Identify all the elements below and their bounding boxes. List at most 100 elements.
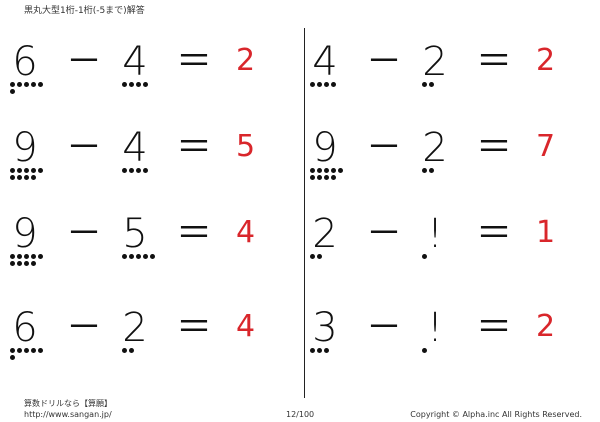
counter-dot [17,175,22,180]
minuend-dots [310,348,364,372]
subtrahend: ! [426,211,444,257]
answer: 2 [536,309,556,344]
answer: 5 [236,129,256,164]
counter-dot [10,82,15,87]
minus-sign: － [366,41,403,82]
minuend: 2 [312,211,338,257]
counter-dot [324,175,329,180]
counter-dot [24,254,29,259]
answer: 2 [236,43,256,78]
minuend: 9 [12,211,38,257]
counter-dot [317,82,322,87]
subtrahend: 2 [422,39,448,85]
subtrahend-dots [122,348,176,372]
counter-dot [122,168,127,173]
minus-sign: － [66,127,103,168]
counter-dot [317,175,322,180]
minus-sign: － [366,307,403,348]
subtrahend: ! [426,305,444,351]
counter-dot [429,168,434,173]
equals-sign: ＝ [176,307,213,348]
counter-dot [17,168,22,173]
answer: 7 [536,129,556,164]
equals-sign: ＝ [476,127,513,168]
minuend-dots [310,254,364,278]
counter-dot [17,254,22,259]
minus-sign: － [66,307,103,348]
counter-dot [38,348,43,353]
subtrahend: 2 [422,125,448,171]
counter-dot [143,82,148,87]
counter-dot [317,168,322,173]
minuend-dots [10,254,64,278]
footer-url[interactable]: http://www.sangan.jp/ [24,410,112,419]
counter-dot [422,168,427,173]
counter-dot [310,175,315,180]
counter-dot [38,168,43,173]
minus-sign: － [366,127,403,168]
minuend-dots [10,168,64,192]
counter-dot [143,254,148,259]
counter-dot [10,168,15,173]
subtrahend-dots [122,82,176,106]
counter-dot [17,348,22,353]
answer: 4 [236,309,256,344]
subtrahend: 4 [122,39,148,85]
counter-dot [429,82,434,87]
counter-dot [31,168,36,173]
subtrahend-dots [122,168,176,192]
counter-dot [10,355,15,360]
counter-dot [38,82,43,87]
counter-dot [17,261,22,266]
counter-dot [17,82,22,87]
footer-brand-block: 算数ドリルなら【算願】 http://www.sangan.jp/ [24,398,112,420]
counter-dot [324,348,329,353]
answer: 2 [536,43,556,78]
counter-dot [331,168,336,173]
minuend-dots [10,82,64,106]
minus-sign: － [366,213,403,254]
counter-dot [422,348,427,353]
counter-dot [10,254,15,259]
counter-dot [422,254,427,259]
answer: 1 [536,215,556,250]
counter-dot [122,348,127,353]
counter-dot [31,254,36,259]
subtrahend: 4 [122,125,148,171]
equals-sign: ＝ [176,127,213,168]
counter-dot [129,82,134,87]
counter-dot [136,168,141,173]
counter-dot [24,82,29,87]
equals-sign: ＝ [476,41,513,82]
counter-dot [310,168,315,173]
minus-sign: － [66,41,103,82]
column-divider [304,28,305,398]
worksheet-title: 黒丸大型1桁-1桁(-5まで)解答 [24,6,145,16]
counter-dot [317,254,322,259]
minuend: 9 [312,125,338,171]
counter-dot [331,175,336,180]
counter-dot [310,348,315,353]
counter-dot [129,348,134,353]
minuend-dots [310,82,364,106]
minuend: 9 [12,125,38,171]
copyright: Copyright © Alpha.inc All Rights Reserve… [410,410,582,419]
minus-sign: － [66,213,103,254]
counter-dot [24,168,29,173]
counter-dot [338,168,343,173]
counter-dot [31,175,36,180]
counter-dot [422,82,427,87]
counter-dot [10,89,15,94]
minuend: 4 [312,39,338,85]
counter-dot [324,82,329,87]
equals-sign: ＝ [476,213,513,254]
counter-dot [31,261,36,266]
counter-dot [143,168,148,173]
counter-dot [324,168,329,173]
minuend-dots [10,348,64,372]
equals-sign: ＝ [476,307,513,348]
counter-dot [129,168,134,173]
footer-brand: 算数ドリルなら【算願】 [24,399,112,408]
minuend: 6 [12,305,38,351]
answer: 4 [236,215,256,250]
